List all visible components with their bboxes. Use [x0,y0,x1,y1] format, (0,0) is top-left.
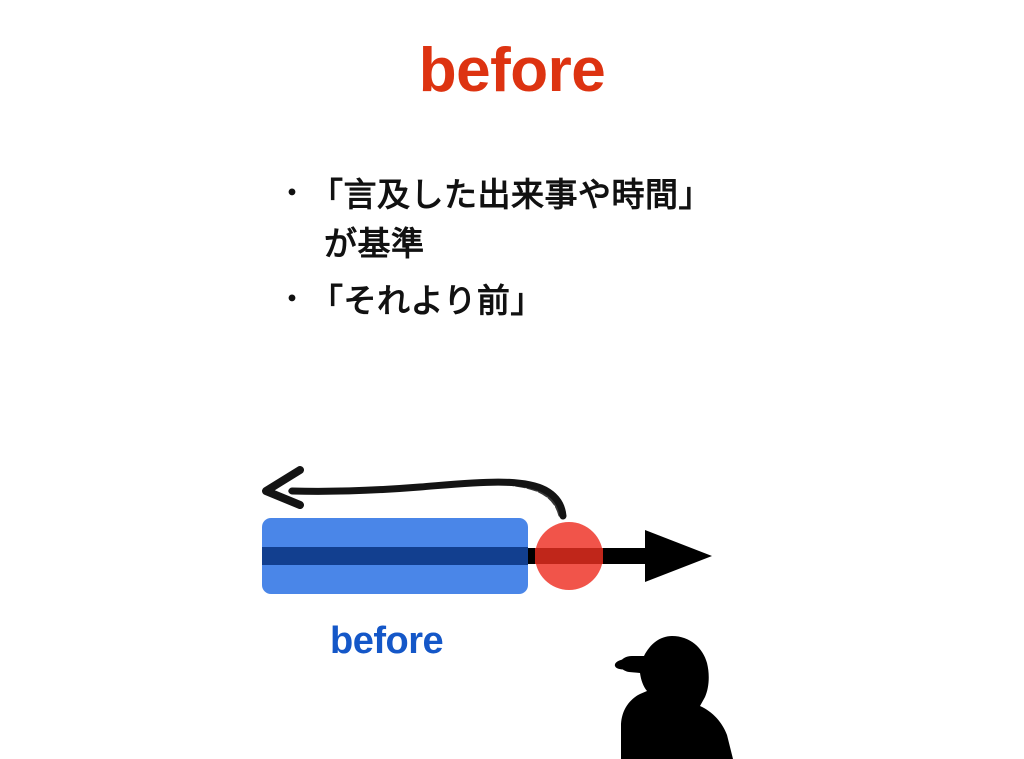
timeline-arrow-icon [262,530,712,582]
bullet-line-primary: 「それより前」 [310,281,544,320]
person-silhouette-icon [614,636,733,759]
hand-drawn-back-arrow-icon [262,466,567,520]
bullet-line-continuation: が基準 [324,224,425,263]
bullet-marker-icon: ・ [276,280,309,318]
bullet-marker-icon: ・ [276,174,309,212]
page-title: before [418,36,606,105]
before-span-bar [262,518,528,594]
bullet-list: ・ 「言及した出来事や時間」 が基準 ・ 「それより前」 [276,170,836,333]
reference-event-dot [535,522,603,590]
bar-caption-label: before [330,620,444,662]
bullet-text: 「それより前」 [310,276,836,325]
bullet-line-primary: 「言及した出来事や時間」 [310,175,712,214]
list-item: ・ 「それより前」 [276,276,836,325]
bullet-text: 「言及した出来事や時間」 が基準 [310,170,836,268]
list-item: ・ 「言及した出来事や時間」 が基準 [276,170,836,268]
